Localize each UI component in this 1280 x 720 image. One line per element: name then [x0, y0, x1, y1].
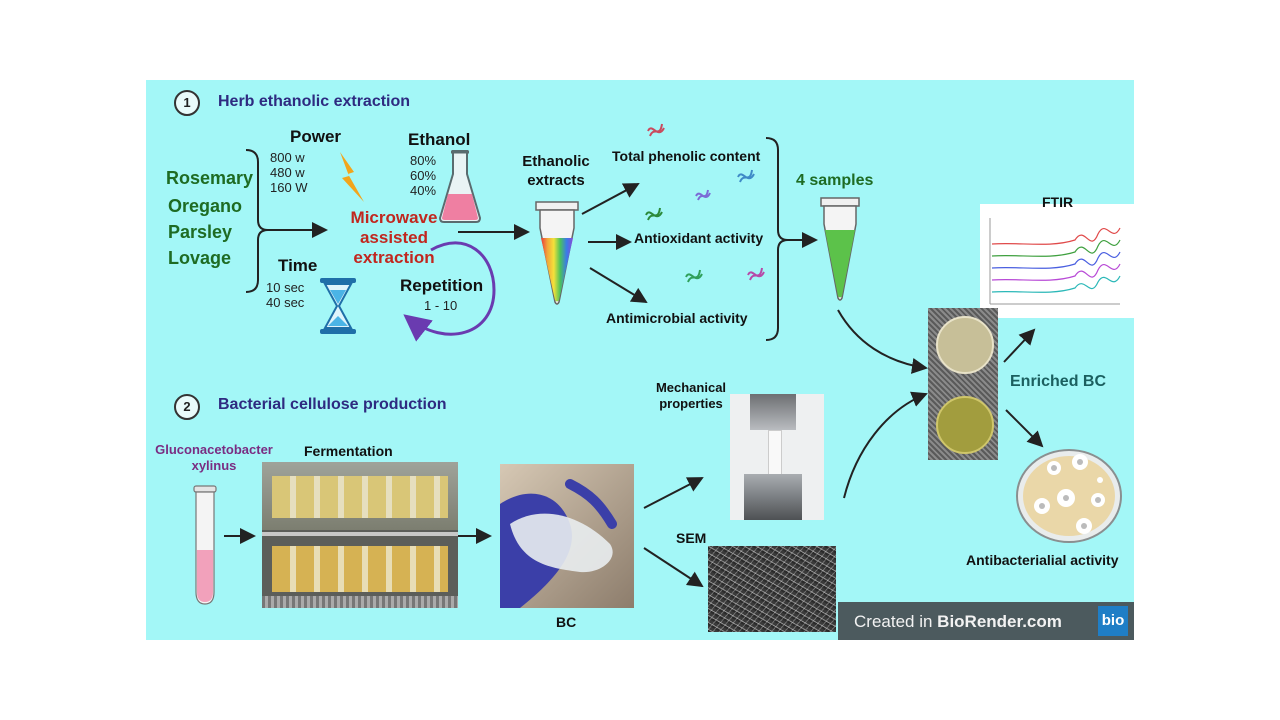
hourglass-icon: [320, 278, 356, 334]
arrow-bc-to-mechanical: [643, 477, 704, 509]
biorender-credit[interactable]: Created in BioRender.com bio: [838, 602, 1134, 640]
arrow-enriched-to-antibacterial: [1005, 409, 1044, 448]
ftir-spectrum-image: [980, 204, 1134, 318]
repetition-range: 1 - 10: [424, 298, 458, 313]
herb-parsley: Parsley: [168, 222, 233, 242]
petri-dish-icon: [1016, 449, 1122, 543]
assay-antimicrobial: Antimicrobial activity: [606, 310, 748, 326]
fermentation-photo: [262, 462, 458, 608]
arrow-bc-to-enriched: [843, 391, 928, 499]
molecule-icon-green-2: [685, 269, 703, 283]
herb-oregano: Oregano: [168, 196, 243, 216]
rainbow-tube-icon: [535, 201, 579, 305]
green-tube-icon: [820, 197, 860, 301]
assays-bracket: [765, 137, 789, 341]
repetition-label: Repetition: [400, 276, 484, 295]
fermentation-label: Fermentation: [304, 443, 393, 459]
ftir-spectrum-plot: [989, 218, 1121, 305]
arrow-to-phenolic: [581, 183, 640, 215]
antibacterial-label: Antibacterialial activity: [966, 552, 1119, 568]
enriched-bc-photo: [928, 308, 998, 460]
sem-image: [708, 546, 836, 632]
enriched-bc-disc-2: [936, 396, 994, 454]
arrow-to-antimicrobial: [589, 267, 648, 304]
arrow-bc-to-sem: [643, 547, 704, 588]
assay-antioxidant: Antioxidant activity: [634, 230, 764, 246]
flask-row-bottom: [272, 546, 448, 592]
enriched-bc-disc-1: [936, 316, 994, 374]
flask-icon: [438, 150, 482, 223]
section2-number: 2: [174, 394, 200, 420]
arrow-enriched-to-ftir: [1003, 328, 1036, 363]
mechanical-test-photo: [730, 394, 824, 520]
biorender-logo: bio: [1098, 606, 1128, 636]
glove-hand-image: [500, 479, 617, 608]
molecule-icon-pink: [747, 267, 765, 281]
time-label: Time: [278, 256, 318, 275]
herb-rosemary: Rosemary: [166, 168, 254, 188]
sem-label: SEM: [676, 530, 707, 546]
arrows-layer: [224, 137, 1044, 588]
ethanol-label: Ethanol: [408, 130, 471, 149]
bc-photo: [500, 464, 634, 608]
enriched-bc-label: Enriched BC: [1010, 373, 1107, 390]
ftir-label: FTIR: [1042, 194, 1074, 210]
bc-label: BC: [556, 614, 577, 630]
section1-number: 1: [174, 90, 200, 116]
power-label: Power: [290, 127, 342, 146]
flask-row-top: [272, 476, 448, 518]
repetition-arrow: [403, 241, 496, 342]
ethanol-values: 80%60%40%: [410, 153, 437, 198]
molecule-icon-blue: [737, 169, 755, 183]
assay-phenolic: Total phenolic content: [612, 148, 761, 164]
section1-title: Herb ethanolic extraction: [218, 93, 411, 110]
test-tube-icon: [193, 485, 217, 605]
samples-label: 4 samples: [796, 172, 874, 189]
section2-title: Bacterial cellulose production: [218, 396, 447, 413]
molecule-icon-red: [647, 123, 665, 137]
diagram-panel: 1 Herb ethanolic extraction Rosemary Ore…: [146, 80, 1134, 640]
molecule-icon-violet: [695, 189, 711, 201]
herb-lovage: Lovage: [168, 248, 232, 268]
lightning-icon: [340, 152, 364, 202]
arrow-samples-to-enriched: [837, 309, 928, 374]
credit-text: Created in BioRender.com: [854, 612, 1062, 631]
molecule-icon-green: [645, 207, 663, 221]
